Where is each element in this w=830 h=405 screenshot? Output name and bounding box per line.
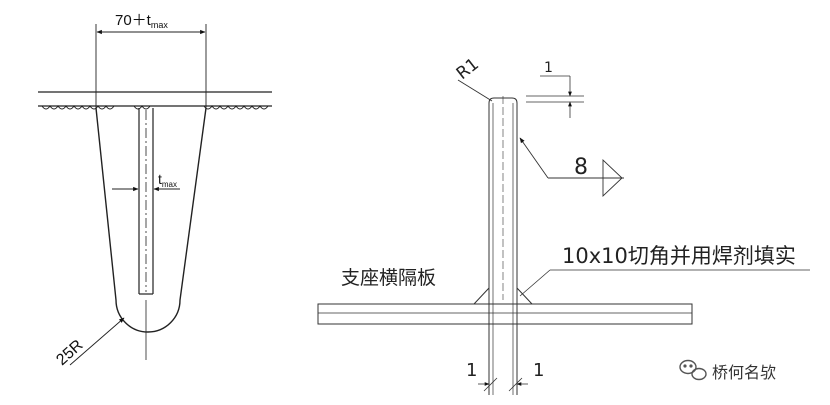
top-small-dim-label: 1: [544, 60, 553, 76]
radius-leader: [69, 317, 125, 366]
mid-dim-label: tmax: [158, 171, 177, 189]
right-labels: R1 1 8 10x10切角并用焊剂填实 支座横隔板 1 1: [341, 54, 796, 381]
bottom-dim-right-label: 1: [533, 360, 544, 381]
bottom-tick-left: [483, 377, 498, 392]
mid-dim-subscript: max: [162, 180, 177, 189]
weld-bead-right: [203, 105, 269, 110]
chamfer-left: [473, 287, 490, 305]
radius-label: 25R: [53, 337, 86, 369]
weld-bead-center: [133, 105, 151, 110]
bottom-tick-right: [508, 377, 523, 392]
fillet-weld-symbol: [602, 158, 623, 198]
r1-label: R1: [453, 54, 483, 84]
weld-size-label: 8: [574, 155, 588, 180]
left-labels: 70＋tmax tmax 25R: [53, 12, 177, 369]
watermark: 桥何名欤: [679, 359, 776, 382]
weld-bead-left: [41, 105, 115, 110]
chamfer-leader-diag: [519, 269, 551, 297]
left-detail: [38, 24, 272, 366]
plate-label: 支座横隔板: [341, 267, 436, 289]
watermark-text: 桥何名欤: [712, 363, 776, 382]
chamfer-right: [516, 287, 533, 305]
r1-leader: [457, 79, 493, 102]
bearing-plate: [317, 303, 693, 325]
top-dim-subscript: max: [151, 20, 169, 30]
wechat-logo-icon: [679, 359, 707, 381]
right-detail: [317, 75, 810, 395]
bottom-dim-left-label: 1: [466, 360, 477, 381]
weld-leader-arrow: [519, 137, 549, 179]
top-dim-label: 70＋tmax: [115, 12, 168, 30]
chamfer-note: 10x10切角并用焊剂填实: [562, 244, 796, 268]
cope-outline: [95, 107, 207, 333]
